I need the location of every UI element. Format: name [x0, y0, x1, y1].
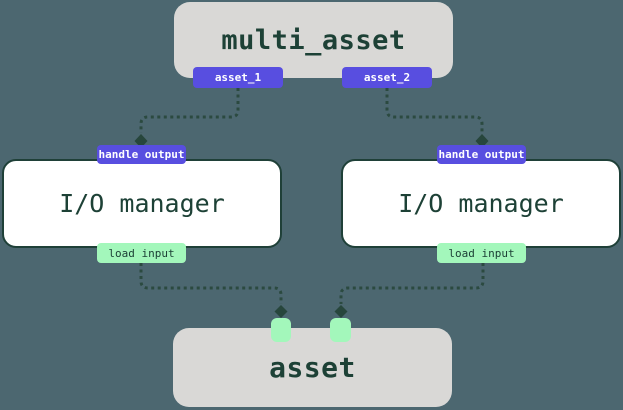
- right-handle-output-tag[interactable]: handle output: [437, 145, 526, 164]
- edge-left-load-input-to-asset-port1: [139, 263, 283, 304]
- left-load-input-label: load input: [108, 246, 175, 260]
- asset-input-port-1[interactable]: [271, 318, 291, 342]
- diamond-arrowhead-asset-port2: [334, 305, 348, 318]
- output-tag-asset-2[interactable]: asset_2: [342, 67, 432, 88]
- multi-asset-label: multi_asset: [221, 24, 406, 56]
- right-load-input-tag[interactable]: load input: [437, 243, 526, 263]
- edge-asset2-to-right-handle-output: [385, 88, 484, 133]
- right-load-input-label: load input: [448, 246, 515, 260]
- asset-label: asset: [269, 351, 356, 384]
- node-asset[interactable]: asset: [173, 328, 452, 407]
- diamond-arrowhead-asset-port1: [274, 305, 288, 318]
- io-manager-left-label: I/O manager: [59, 189, 225, 218]
- edge-right-load-input-to-asset-port2: [339, 263, 485, 304]
- node-io-manager-left[interactable]: I/O manager: [2, 159, 282, 248]
- output-tag-asset-1[interactable]: asset_1: [193, 67, 283, 88]
- left-load-input-tag[interactable]: load input: [97, 243, 186, 263]
- node-io-manager-right[interactable]: I/O manager: [341, 159, 621, 248]
- output-tag-asset-2-label: asset_2: [363, 71, 411, 84]
- io-manager-right-label: I/O manager: [398, 189, 564, 218]
- edge-asset1-to-left-handle-output: [139, 88, 240, 133]
- node-multi-asset[interactable]: multi_asset: [174, 2, 453, 78]
- left-handle-output-tag[interactable]: handle output: [97, 145, 186, 164]
- output-tag-asset-1-label: asset_1: [214, 71, 262, 84]
- asset-input-port-2[interactable]: [330, 318, 351, 342]
- right-handle-output-label: handle output: [438, 148, 525, 161]
- left-handle-output-label: handle output: [98, 148, 185, 161]
